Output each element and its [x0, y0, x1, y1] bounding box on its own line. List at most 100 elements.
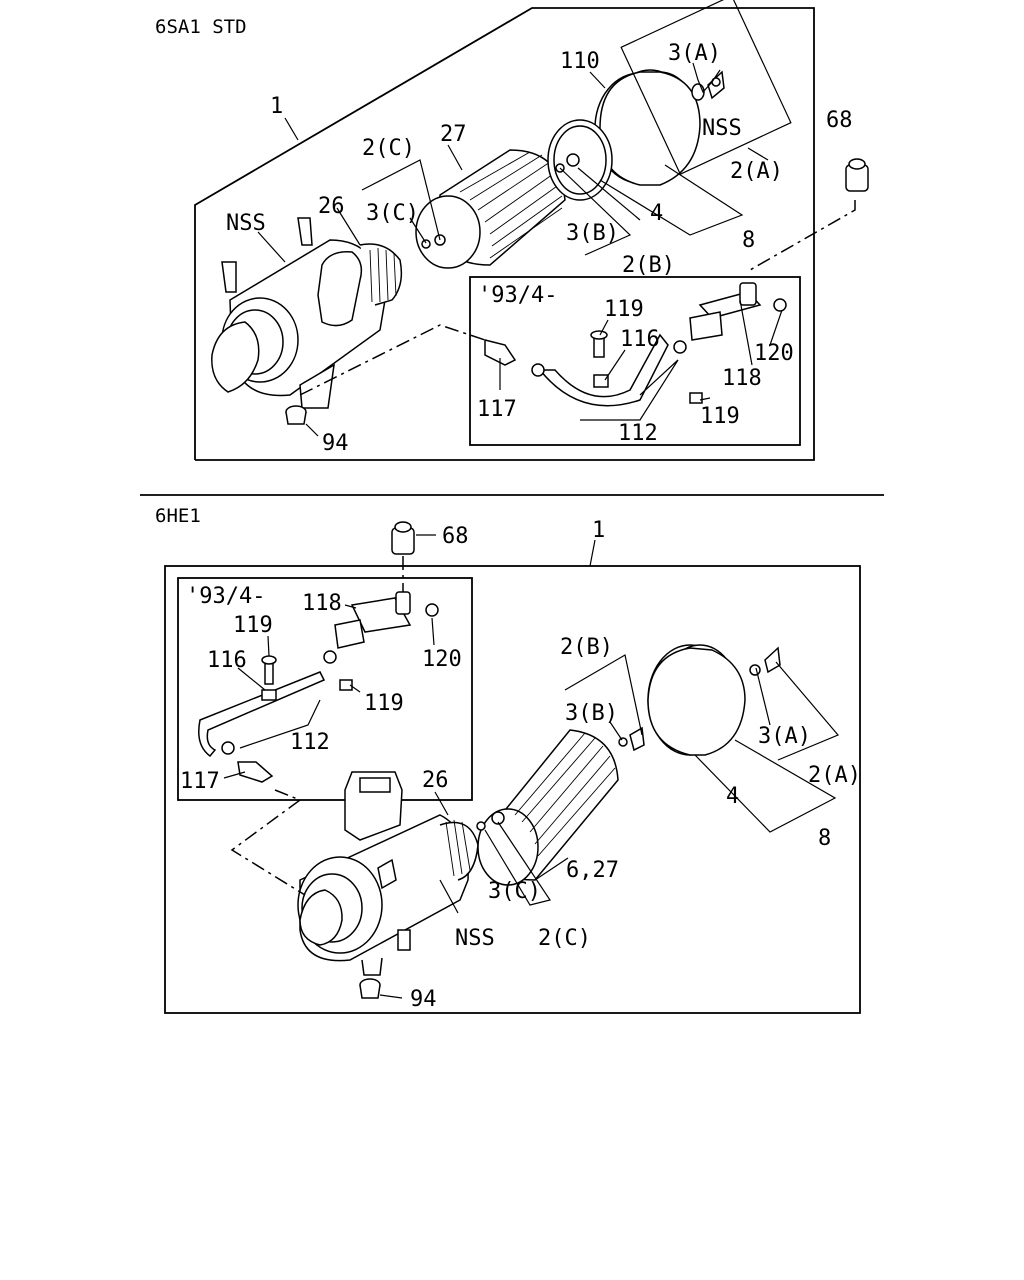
leader-119a [599, 319, 609, 336]
callout-nss: NSS [455, 926, 495, 951]
callout-4: 4 [650, 201, 663, 226]
grommet-94 [359, 978, 381, 999]
callout-119a: 119 [604, 297, 644, 322]
leader-118 [344, 604, 357, 609]
wing-nut-3a [691, 70, 725, 101]
callout-120: 120 [754, 341, 794, 366]
assembly-outline [164, 565, 861, 1014]
callout-4: 4 [726, 784, 739, 809]
leader-117 [223, 771, 246, 779]
leader-1 [589, 539, 596, 567]
callout-2c: 2(C) [362, 136, 415, 161]
callout-26: 26 [422, 768, 449, 793]
leader-116 [604, 349, 626, 381]
callout-94: 94 [322, 431, 349, 456]
leader-3c [409, 217, 427, 244]
leader-8 [599, 164, 744, 236]
callout-118: 118 [722, 366, 762, 391]
callout-3a: 3(A) [758, 724, 811, 749]
leader-26 [434, 791, 449, 816]
callout-1: 1 [270, 94, 283, 119]
callout-27: 27 [440, 122, 467, 147]
leader-2a [775, 661, 839, 761]
leader-1 [284, 117, 299, 141]
callout-3b: 3(B) [565, 701, 618, 726]
leader-nss-left [257, 231, 286, 263]
inset-parts [484, 282, 787, 407]
inset-box [469, 276, 801, 446]
dash-68-link [749, 200, 856, 271]
leader-120 [769, 309, 783, 346]
callout-2c: 2(C) [538, 926, 591, 951]
inset-box [177, 577, 473, 801]
leader-112 [239, 699, 321, 749]
leader-2c [484, 821, 551, 906]
leader-2c [361, 159, 441, 241]
callout-3b: 3(B) [566, 221, 619, 246]
callout-112: 112 [290, 730, 330, 755]
callout-8: 8 [742, 228, 755, 253]
callout-3a: 3(A) [668, 41, 721, 66]
callout-116: 116 [620, 327, 660, 352]
callout-1: 1 [592, 518, 605, 543]
filter-element-27 [415, 149, 566, 269]
leader-627 [534, 857, 569, 881]
leader-2b [559, 167, 632, 256]
callout-117: 117 [477, 397, 517, 422]
callout-627: 6,27 [566, 858, 619, 883]
callout-119a: 119 [233, 613, 273, 638]
leader-119b [699, 397, 711, 401]
leader-3a [755, 667, 771, 726]
callout-2b: 2(B) [560, 635, 613, 660]
leader-2b [564, 654, 643, 736]
callout-117: 117 [180, 769, 220, 794]
section-title: 6HE1 [155, 505, 201, 527]
leader-2a [747, 147, 769, 161]
leader-116 [237, 667, 266, 691]
callout-2a: 2(A) [808, 763, 861, 788]
leader-110 [589, 71, 606, 89]
inset-title: '93/4- [478, 283, 557, 308]
air-cleaner-housing [297, 771, 479, 976]
section-title: 6SA1 STD [155, 16, 247, 38]
section-6sa1: 6SA1 STD 1 [155, 0, 869, 461]
callout-94: 94 [410, 987, 437, 1012]
leader-94 [379, 994, 403, 999]
leader-nss [439, 879, 459, 914]
leader-119b [349, 684, 361, 693]
dash-117-link [230, 789, 306, 896]
callout-112: 112 [618, 421, 658, 446]
callout-2b: 2(B) [622, 253, 675, 278]
grommet-94 [285, 405, 319, 437]
section-6he1: 6HE1 1 '93/4- [155, 505, 861, 1014]
dash-117-link [299, 324, 486, 396]
leader-3a [692, 62, 721, 94]
leader-4 [577, 167, 641, 221]
callout-3c: 3(C) [366, 201, 419, 226]
callout-26: 26 [318, 194, 345, 219]
cap-68 [391, 521, 436, 555]
callout-68: 68 [442, 524, 469, 549]
cap-68 [845, 158, 869, 192]
leader-26 [336, 207, 361, 246]
callout-120: 120 [422, 647, 462, 672]
leader-27 [447, 144, 463, 171]
callout-68: 68 [826, 108, 853, 133]
air-cleaner-housing [211, 217, 403, 409]
cover-110 [618, 644, 781, 756]
leader-119a [267, 635, 270, 657]
assembly-outline [194, 7, 815, 461]
nss-box [620, 0, 792, 176]
callout-110: 110 [560, 49, 600, 74]
leader-3b [609, 721, 623, 741]
callout-nss-left: NSS [226, 211, 266, 236]
callout-nss-top: NSS [702, 116, 742, 141]
callout-119b: 119 [700, 404, 740, 429]
filter-element-627 [476, 729, 619, 886]
leader-112 [580, 359, 679, 421]
callout-119b: 119 [364, 691, 404, 716]
leader-8 [694, 739, 837, 833]
callout-116: 116 [207, 648, 247, 673]
inset-parts [198, 591, 439, 783]
